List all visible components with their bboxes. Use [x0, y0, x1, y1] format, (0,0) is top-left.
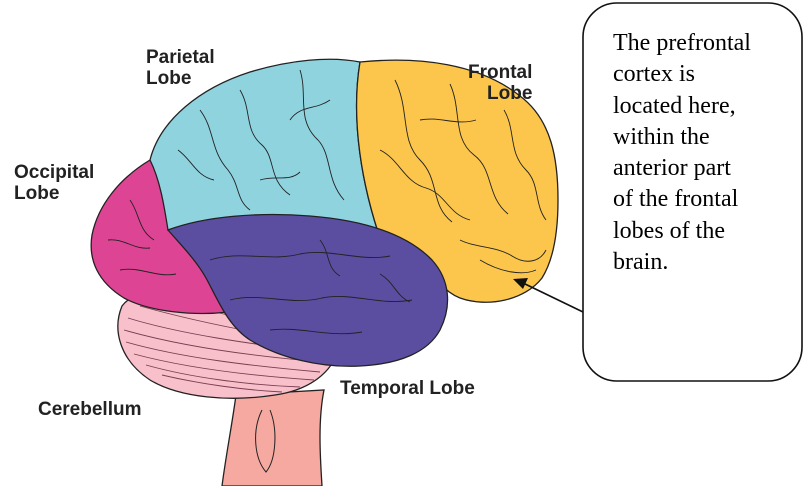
- callout-text: The prefrontal cortex is located here, w…: [613, 28, 793, 278]
- callout-line: located here,: [613, 91, 793, 122]
- cerebellum-label: Cerebellum: [38, 399, 141, 420]
- callout-line: cortex is: [613, 59, 793, 90]
- occipital-label-line2: Lobe: [14, 183, 94, 204]
- occipital-lobe-label: Occipital Lobe: [14, 162, 94, 204]
- frontal-lobe-label: Frontal Lobe: [468, 62, 532, 104]
- temporal-label-line: Temporal Lobe: [340, 378, 475, 399]
- cerebellum-label-line: Cerebellum: [38, 399, 141, 420]
- callout-line: The prefrontal: [613, 28, 793, 59]
- callout-line: anterior part: [613, 153, 793, 184]
- callout-line: within the: [613, 122, 793, 153]
- parietal-label-line1: Parietal: [146, 47, 215, 68]
- callout-line: brain.: [613, 247, 793, 278]
- brainstem: [222, 390, 324, 486]
- frontal-label-line2: Lobe: [468, 83, 532, 104]
- parietal-lobe-label: Parietal Lobe: [146, 47, 215, 89]
- temporal-lobe-label: Temporal Lobe: [340, 378, 475, 399]
- callout-line: of the frontal: [613, 184, 793, 215]
- callout-arrow: [523, 283, 583, 312]
- occipital-label-line1: Occipital: [14, 162, 94, 183]
- frontal-label-line1: Frontal: [468, 62, 532, 83]
- parietal-label-line2: Lobe: [146, 68, 215, 89]
- callout-line: lobes of the: [613, 216, 793, 247]
